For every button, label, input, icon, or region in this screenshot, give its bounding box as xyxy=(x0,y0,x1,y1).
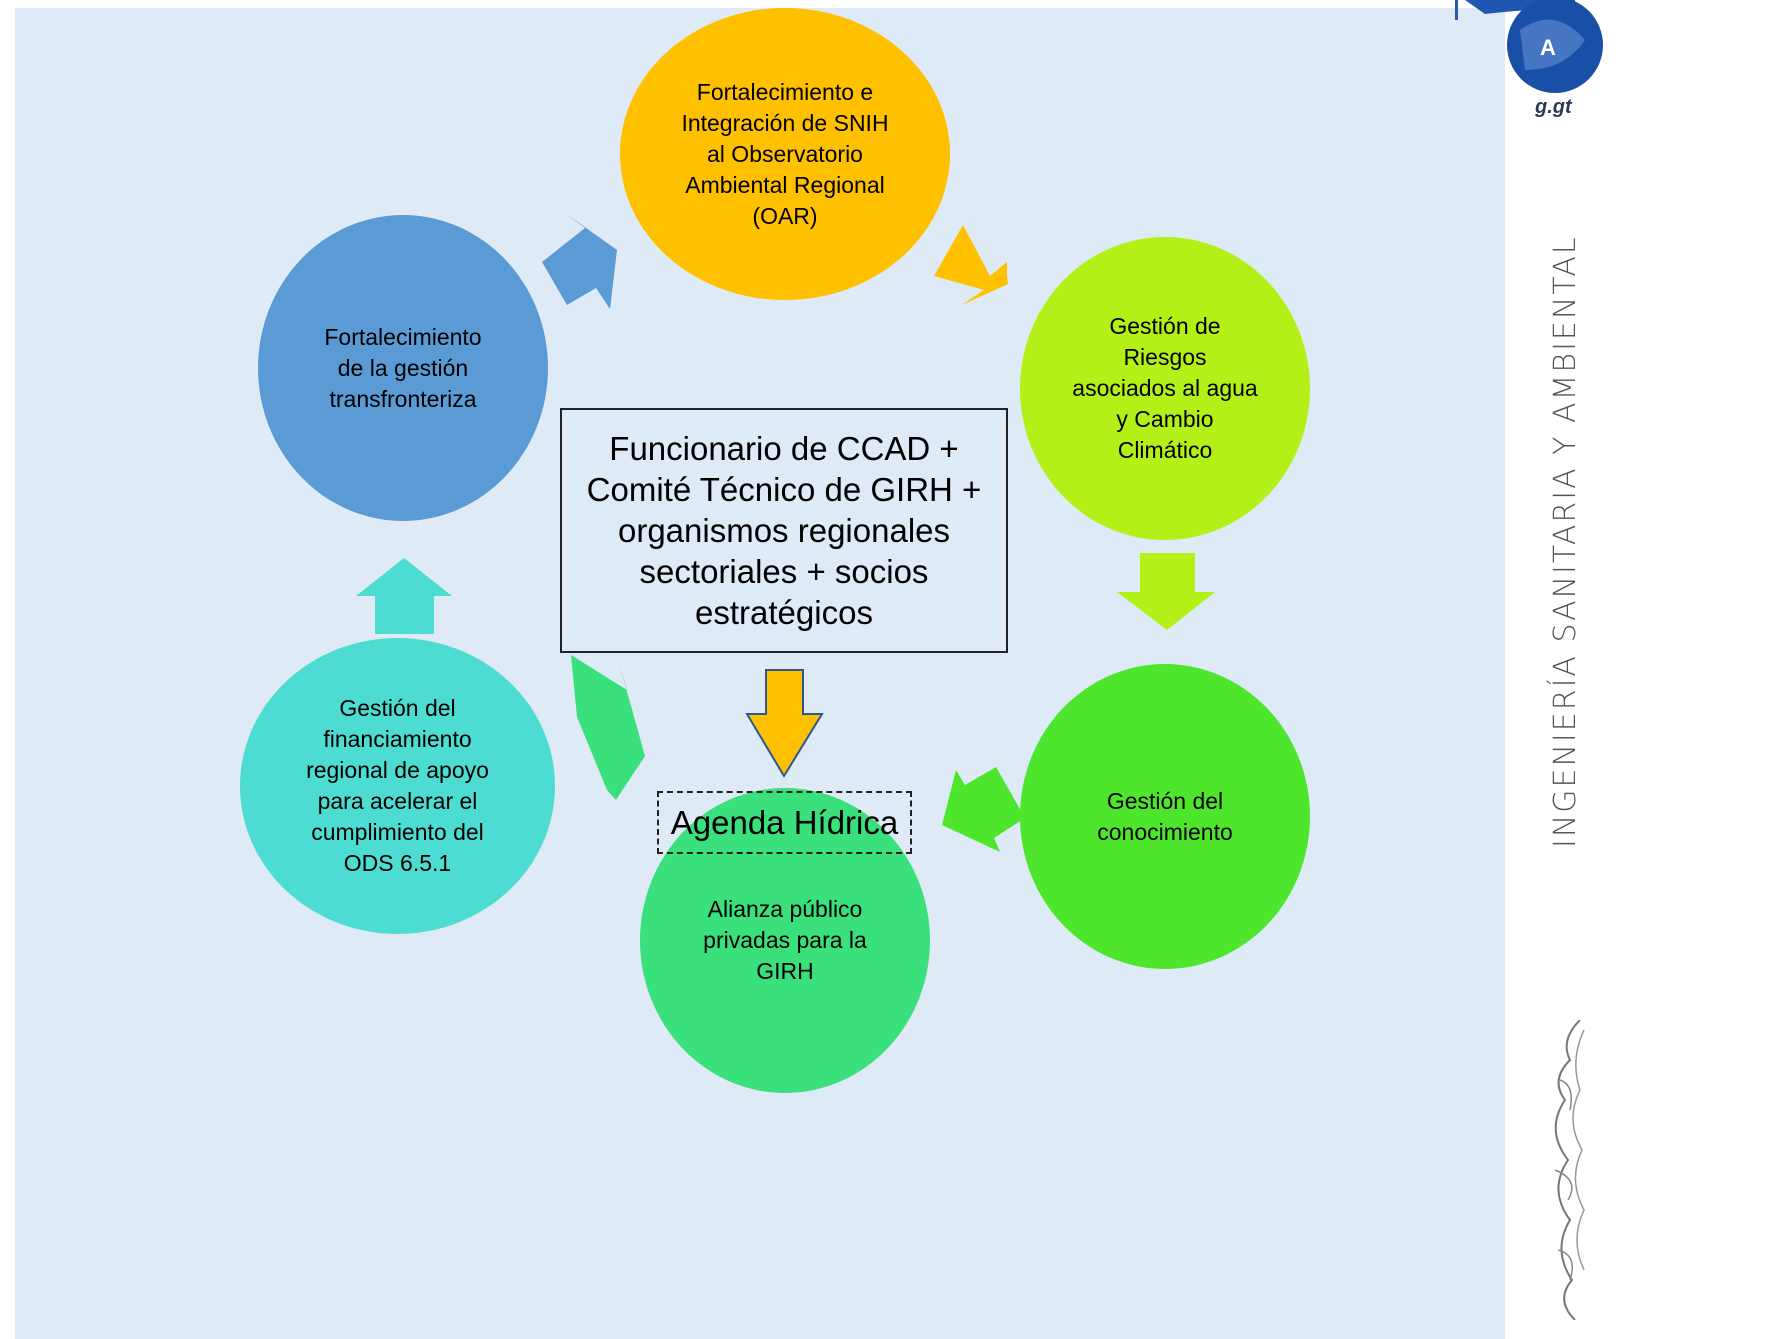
svg-text:A: A xyxy=(1540,35,1556,60)
output-text: Agenda Hídrica xyxy=(670,803,899,841)
node-label: Fortalecimiento e Integración de SNIH al… xyxy=(681,78,889,229)
arrow-blue xyxy=(542,213,617,309)
center-text: Funcionario de CCAD + Comité Técnico de … xyxy=(586,430,982,631)
decorative-illustration xyxy=(1540,1019,1585,1321)
center-box: Funcionario de CCAD + Comité Técnico de … xyxy=(560,408,1008,653)
sidebar-panel xyxy=(1535,0,1785,1339)
node-gestion-riesgos: Gestión de Riesgos asociados al agua y C… xyxy=(1020,237,1310,540)
arrow-orange xyxy=(934,225,1008,305)
node-gestion-financiamiento: Gestión del financiamiento regional de a… xyxy=(240,638,555,934)
arrow-lime xyxy=(1117,553,1215,630)
node-label: Gestión del conocimiento xyxy=(1097,787,1233,845)
arrow-green xyxy=(942,767,1025,852)
logo: A xyxy=(1445,0,1785,130)
url-fragment: g.gt xyxy=(1535,96,1572,118)
node-label: Gestión de Riesgos asociados al agua y C… xyxy=(1072,313,1258,463)
node-label: Fortalecimiento de la gestión transfront… xyxy=(324,323,482,412)
node-gestion-transfronteriza: Fortalecimiento de la gestión transfront… xyxy=(258,215,548,521)
arrow-cyan xyxy=(356,558,452,634)
arrow-center-down xyxy=(745,669,824,778)
node-label: Gestión del financiamiento regional de a… xyxy=(306,695,489,876)
node-label: Alianza público privadas para la GIRH xyxy=(703,896,867,984)
arrow-teal-green xyxy=(571,655,645,800)
node-alianza-publico-privada: Alianza público privadas para la GIRH xyxy=(640,788,930,1093)
node-gestion-conocimiento: Gestión del conocimiento xyxy=(1020,664,1310,969)
output-box: Agenda Hídrica xyxy=(657,791,912,854)
node-observatorio: Fortalecimiento e Integración de SNIH al… xyxy=(620,8,950,300)
